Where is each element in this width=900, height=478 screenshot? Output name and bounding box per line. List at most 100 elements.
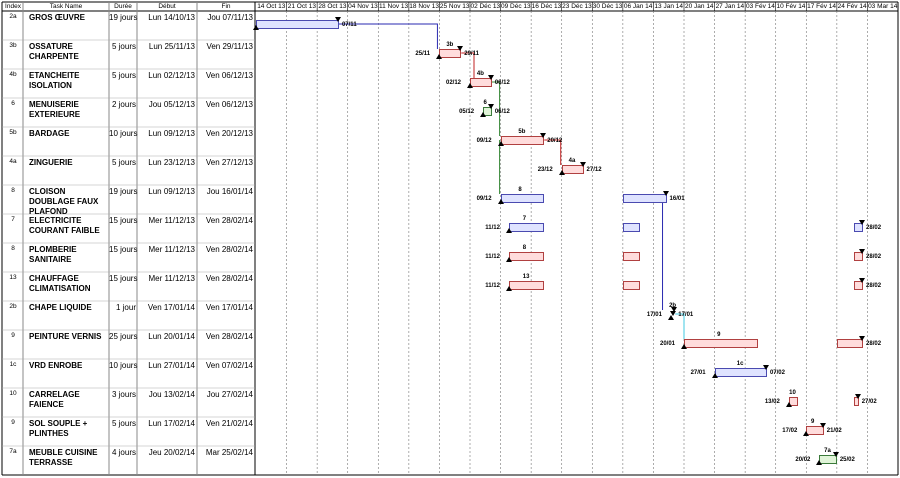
dependency-arrow xyxy=(461,52,475,78)
bar-start-label: 09/12 xyxy=(476,196,492,202)
bar-start-label: 20/02 xyxy=(795,457,811,463)
bar-end-label: 17/01 xyxy=(678,312,694,318)
task-bar[interactable] xyxy=(806,426,824,435)
week-header: 30 Déc 13 xyxy=(592,3,623,10)
task-name[interactable]: CHAUFFAGE CLIMATISATION xyxy=(29,274,91,293)
task-duration: 15 jours xyxy=(109,216,138,225)
bar-start-label: 20/01 xyxy=(660,341,676,347)
task-bar[interactable] xyxy=(470,78,492,87)
task-end: Ven 06/12/13 xyxy=(205,71,253,80)
dependency-arrow xyxy=(675,313,685,339)
task-index: 10 xyxy=(9,390,17,397)
task-name[interactable]: SOL SOUPLE + PLINTHES xyxy=(29,419,88,438)
end-marker xyxy=(762,365,769,370)
bar-end-label: 06/12 xyxy=(494,80,510,86)
task-end: Ven 29/11/13 xyxy=(206,42,253,51)
task-index: 6 xyxy=(11,100,15,107)
bar-end-label: 28/02 xyxy=(866,341,882,347)
task-start: Lun 20/01/14 xyxy=(148,332,195,341)
task-end: Ven 28/02/14 xyxy=(205,245,253,254)
end-marker xyxy=(854,394,861,399)
week-header: 04 Nov 13 xyxy=(348,3,378,10)
task-duration: 5 jours xyxy=(111,419,136,428)
task-start: Lun 09/12/13 xyxy=(148,129,195,138)
task-bar[interactable] xyxy=(622,252,641,261)
milestone-marker[interactable] xyxy=(669,311,676,316)
column-header[interactable]: Durée xyxy=(114,3,132,10)
column-header[interactable]: Fin xyxy=(221,3,231,10)
task-bar[interactable] xyxy=(788,397,798,406)
task-name[interactable]: ELECTRICITE COURANT FAIBLE xyxy=(29,216,100,235)
dependency-arrow xyxy=(491,81,501,136)
task-bar[interactable] xyxy=(622,223,641,232)
task-name[interactable]: VRD ENROBE xyxy=(29,361,83,370)
bar-tag-label: 13 xyxy=(522,274,530,280)
task-bar[interactable] xyxy=(509,223,545,232)
column-header[interactable]: Task Name xyxy=(49,3,83,10)
task-bar[interactable] xyxy=(854,252,864,261)
task-bar[interactable] xyxy=(714,368,767,377)
bar-start-label: 02/12 xyxy=(446,80,462,86)
bar-start-label: 25/11 xyxy=(415,51,431,57)
bar-tag-label: 8 xyxy=(518,187,522,193)
task-name[interactable]: BARDAGE xyxy=(29,129,70,138)
task-index: 4a xyxy=(9,158,17,165)
task-end: Ven 21/02/14 xyxy=(205,419,253,428)
bar-end-label: 28/02 xyxy=(866,283,882,289)
task-bar[interactable] xyxy=(509,281,545,290)
task-bar[interactable] xyxy=(256,20,339,29)
task-bar[interactable] xyxy=(684,339,759,348)
task-bar[interactable] xyxy=(836,339,864,348)
bar-tag-label: 4a xyxy=(568,158,576,164)
task-name[interactable]: PEINTURE VERNIS xyxy=(29,332,102,341)
task-duration: 10 jours xyxy=(109,361,138,370)
task-start: Lun 25/11/13 xyxy=(148,42,195,51)
task-name[interactable]: MEUBLE CUISINE TERRASSE xyxy=(29,448,98,467)
task-bar[interactable] xyxy=(509,252,545,261)
bar-tag-label: 9 xyxy=(717,332,721,338)
start-marker xyxy=(681,344,687,349)
task-index: 8 xyxy=(11,245,15,252)
task-end: Ven 20/12/13 xyxy=(205,129,253,138)
dependency-arrow xyxy=(662,197,667,310)
task-bar[interactable] xyxy=(854,223,864,232)
task-index: 1c xyxy=(9,361,17,368)
task-end: Jou 16/01/14 xyxy=(206,187,253,196)
bar-start-label: 11/12 xyxy=(485,254,500,260)
task-name[interactable]: PLOMBERIE SANITAIRE xyxy=(29,245,77,264)
bar-start-label: 05/12 xyxy=(459,109,475,115)
task-bar[interactable] xyxy=(819,455,837,464)
task-bar[interactable] xyxy=(439,49,462,58)
task-bar[interactable] xyxy=(500,136,545,145)
task-bar[interactable] xyxy=(500,194,545,203)
column-header[interactable]: Début xyxy=(158,3,176,10)
start-marker xyxy=(558,170,565,175)
task-duration: 3 jours xyxy=(111,390,136,399)
task-name[interactable]: ETANCHEITE ISOLATION xyxy=(29,71,80,90)
bar-tag-label: 4b xyxy=(476,71,484,77)
task-end: Ven 28/02/14 xyxy=(205,332,253,341)
start-marker xyxy=(506,257,513,262)
end-marker xyxy=(540,133,547,138)
column-header[interactable]: Index xyxy=(5,3,21,10)
bar-tag-label: 1c xyxy=(736,361,744,367)
task-name[interactable]: OSSATURE CHARPENTE xyxy=(29,42,79,61)
task-bar[interactable] xyxy=(483,107,492,116)
bar-tag-label: 8 xyxy=(522,245,527,251)
task-bar[interactable] xyxy=(561,165,584,174)
task-end: Ven 06/12/13 xyxy=(205,100,253,109)
task-name[interactable]: CHAPE LIQUIDE xyxy=(29,303,92,312)
task-name[interactable]: ZINGUERIE xyxy=(29,158,73,167)
task-name[interactable]: CARRELAGE FAIENCE xyxy=(29,390,80,409)
bar-end-label: 07/02 xyxy=(769,370,785,376)
task-duration: 10 jours xyxy=(109,129,138,138)
task-start: Mer 11/12/13 xyxy=(148,216,195,225)
bar-start-label: 09/12 xyxy=(476,138,492,144)
task-bar[interactable] xyxy=(622,194,667,203)
task-bar[interactable] xyxy=(854,281,864,290)
end-marker xyxy=(859,336,866,341)
task-name[interactable]: MENUISERIE EXTERIEURE xyxy=(29,100,81,119)
task-name[interactable]: CLOISON DOUBLAGE FAUX PLAFOND xyxy=(29,187,99,216)
task-name[interactable]: GROS ŒUVRE xyxy=(29,13,86,22)
task-bar[interactable] xyxy=(622,281,641,290)
